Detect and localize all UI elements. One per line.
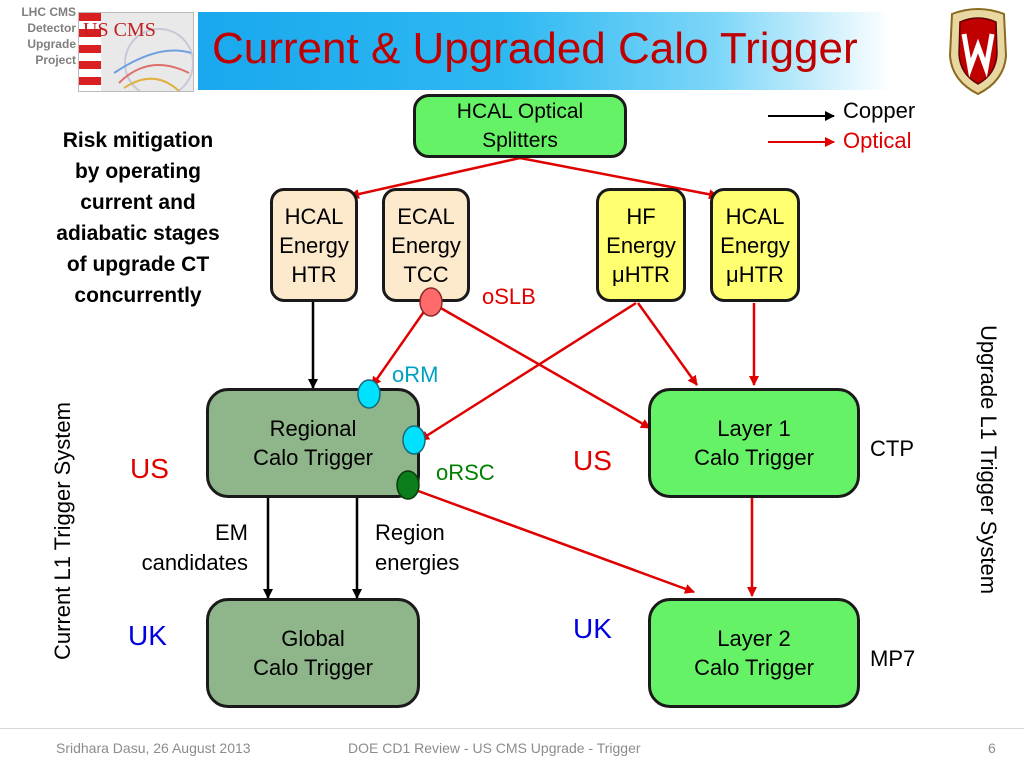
box-line: HCAL <box>284 203 344 229</box>
hcal-energy-uhtr-box: HCAL Energy μHTR <box>710 188 800 302</box>
optical-link-oslb-layer1 <box>431 301 651 430</box>
box-line: Layer 2 <box>717 626 791 651</box>
optical-link-splitters-uhtr <box>519 156 719 200</box>
footer-page-number: 6 <box>988 740 996 756</box>
box-line: μHTR <box>726 261 784 287</box>
box-line: HTR <box>291 261 337 287</box>
box-line: Global <box>281 626 345 651</box>
us-cms-logo-graphic <box>79 13 193 91</box>
footer-title: DOE CD1 Review - US CMS Upgrade - Trigge… <box>348 740 641 756</box>
upgrade-system-label: Upgrade L1 Trigger System <box>976 325 1001 595</box>
optical-link-hf-regional <box>419 301 637 442</box>
orm-connector <box>357 379 381 409</box>
box-line: Calo Trigger <box>253 445 373 470</box>
orm-connector-2 <box>402 425 426 455</box>
orsc-label: oRSC <box>436 460 495 485</box>
region-energies-label: Region energies <box>375 518 459 578</box>
regional-calo-trigger-box: Regional Calo Trigger <box>206 388 420 498</box>
legend-optical-label: Optical <box>843 128 912 153</box>
hf-energy-uhtr-box: HF Energy μHTR <box>596 188 686 302</box>
project-label-line: Project <box>35 53 76 67</box>
note-line: concurrently <box>74 284 202 307</box>
us-cms-logo-text: US CMS <box>83 19 156 41</box>
project-label-line: LHC CMS <box>21 5 76 19</box>
box-line: μHTR <box>612 261 670 287</box>
box-line: Energy <box>720 232 790 258</box>
orsc-connector <box>396 470 420 500</box>
global-calo-trigger-box: Global Calo Trigger <box>206 598 420 708</box>
oslb-label: oSLB <box>482 284 536 309</box>
label-line: Region <box>375 520 445 545</box>
box-line: Energy <box>391 232 461 258</box>
note-line: of upgrade CT <box>66 253 210 276</box>
uk-label-left: UK <box>128 620 167 651</box>
orm-label: oRM <box>392 362 439 387</box>
legend-copper-label: Copper <box>843 98 916 123</box>
hcal-energy-htr-box: HCAL Energy HTR <box>270 188 358 302</box>
footer-divider <box>0 728 1024 729</box>
current-system-label: Current L1 Trigger System <box>50 402 75 660</box>
box-line: HCAL <box>725 203 785 229</box>
layer2-calo-trigger-box: Layer 2 Calo Trigger <box>648 598 860 708</box>
label-line: candidates <box>141 550 248 575</box>
note-line: Risk mitigation <box>62 129 214 152</box>
optical-link-oslb-orm <box>370 302 432 387</box>
box-line: Calo Trigger <box>694 445 814 470</box>
note-line: adiabatic stages <box>56 222 220 245</box>
ctp-label: CTP <box>870 436 914 461</box>
project-label-line: Detector <box>27 21 76 35</box>
footer-author: Sridhara Dasu, 26 August 2013 <box>56 740 251 756</box>
optical-link-orsc-layer2 <box>409 486 695 594</box>
layer1-calo-trigger-box: Layer 1 Calo Trigger <box>648 388 860 498</box>
label-line: EM <box>215 520 248 545</box>
page-title: Current & Upgraded Calo Trigger <box>212 24 858 73</box>
box-line: Energy <box>279 232 349 258</box>
box-line: Layer 1 <box>717 416 791 441</box>
box-line: HCAL Optical <box>456 100 584 123</box>
university-crest-icon <box>944 6 1012 96</box>
us-label-left: US <box>130 453 169 484</box>
note-line: by operating <box>74 160 201 183</box>
box-line: Energy <box>606 232 676 258</box>
box-line: Regional <box>269 416 357 441</box>
box-line: TCC <box>403 261 449 287</box>
optical-link-hf-layer1 <box>636 302 699 386</box>
oslb-connector <box>419 287 443 317</box>
mp7-label: MP7 <box>870 646 916 671</box>
uk-label-right: UK <box>573 613 612 644</box>
us-cms-logo: US CMS <box>78 12 194 92</box>
ecal-energy-tcc-box: ECAL Energy TCC <box>382 188 470 302</box>
us-label-right: US <box>573 445 612 476</box>
hcal-optical-splitters-box: HCAL Optical Splitters <box>413 94 627 158</box>
box-line: Calo Trigger <box>694 655 814 680</box>
box-line: ECAL <box>397 203 455 229</box>
risk-mitigation-note: Risk mitigation by operating current and… <box>28 125 248 311</box>
optical-link-splitters-htr <box>349 156 521 199</box>
box-line: HF <box>626 203 656 229</box>
project-label: LHC CMS Detector Upgrade Project <box>2 4 76 68</box>
note-line: current and <box>80 191 196 214</box>
box-line: Calo Trigger <box>253 655 373 680</box>
project-label-line: Upgrade <box>27 37 76 51</box>
label-line: energies <box>375 550 460 575</box>
em-candidates-label: EM candidates <box>118 518 248 578</box>
title-bar <box>198 12 891 90</box>
box-line: Splitters <box>482 129 558 152</box>
